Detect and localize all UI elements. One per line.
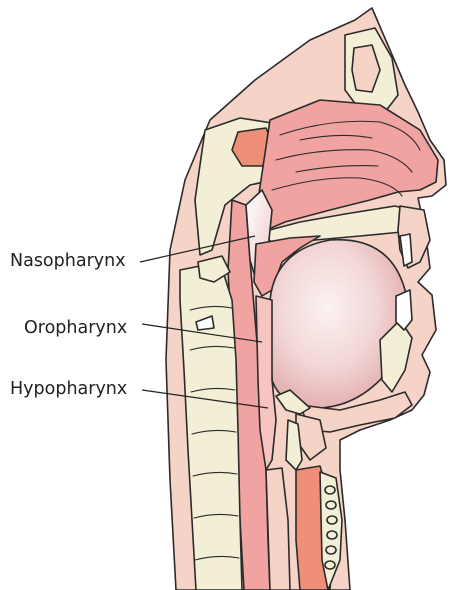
lower-incisor (396, 290, 412, 330)
label-nasopharynx: Nasopharynx (10, 251, 126, 271)
label-hypopharynx: Hypopharynx (10, 379, 127, 399)
label-oropharynx: Oropharynx (24, 318, 127, 338)
